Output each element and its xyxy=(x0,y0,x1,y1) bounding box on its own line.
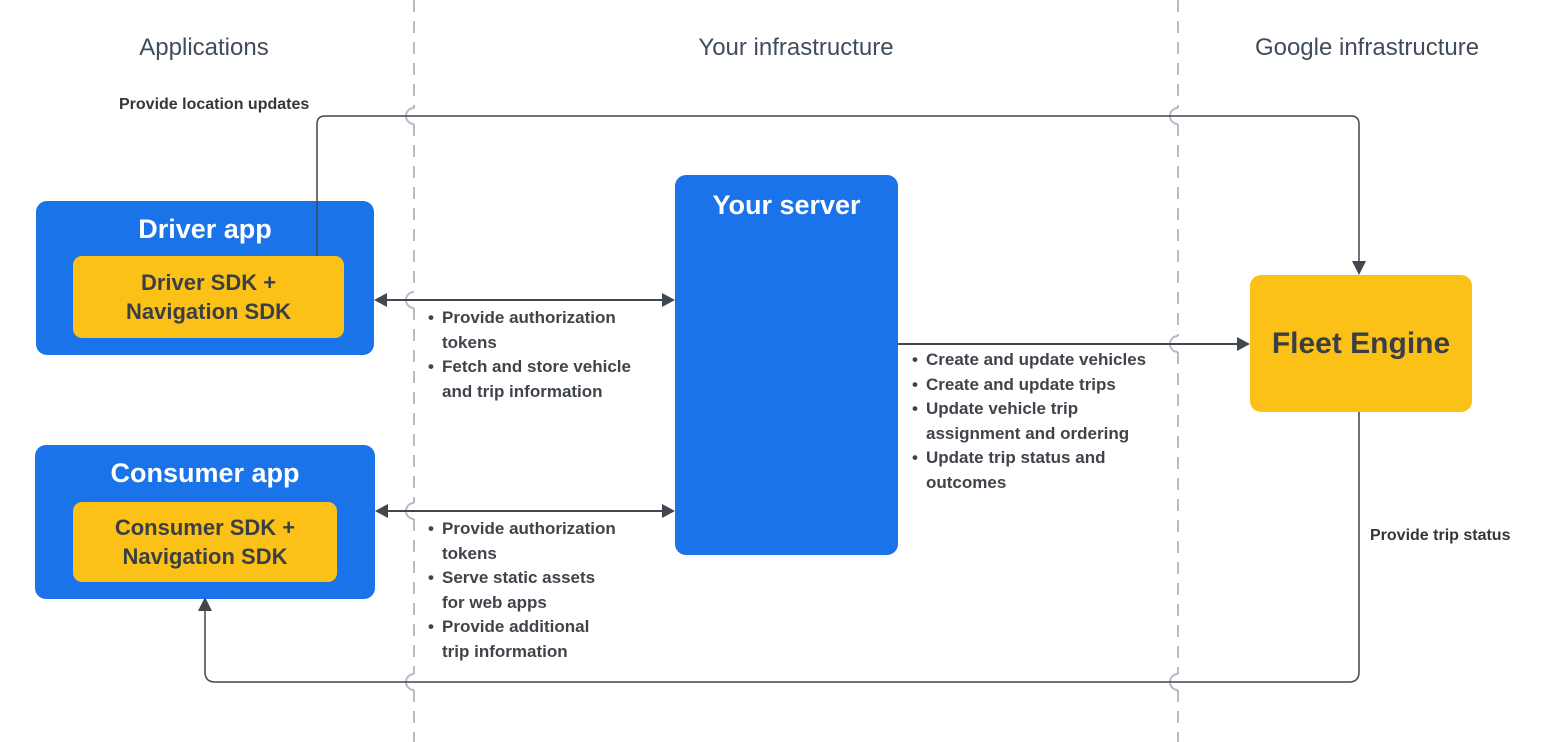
bullet-item: Fetch and store vehicle and trip informa… xyxy=(428,355,663,404)
bullet-item: Create and update trips xyxy=(912,373,1177,398)
consumer-app-title: Consumer app xyxy=(110,458,300,488)
zone-header-your-infrastructure: Your infrastructure xyxy=(698,34,894,61)
bullet-item: Provide authorization tokens xyxy=(428,306,663,355)
driver-app-title: Driver app xyxy=(138,214,272,244)
your-server-title: Your server xyxy=(712,190,861,220)
arrowhead-right xyxy=(662,504,675,518)
driver-sdk-label: Driver SDK + Navigation SDK xyxy=(125,270,292,324)
arrowhead-up xyxy=(198,597,212,611)
arrowhead-left xyxy=(375,504,388,518)
zone-separator-left xyxy=(405,0,415,742)
arrowhead-down xyxy=(1352,261,1366,275)
zone-header-google-infrastructure: Google infrastructure xyxy=(1254,34,1480,61)
driver-server-bullet-list: Provide authorization tokens Fetch and s… xyxy=(428,306,663,404)
arrowhead-left xyxy=(374,293,387,307)
bullet-item: Serve static assets for web apps xyxy=(428,566,663,615)
arrow-driver-server xyxy=(374,293,675,307)
arrow-consumer-server xyxy=(375,504,675,518)
arrowhead-right xyxy=(1237,337,1250,351)
arrowhead-right xyxy=(662,293,675,307)
consumer-sdk-label: Consumer SDK + Navigation SDK xyxy=(114,515,296,569)
bullet-item: Update vehicle trip assignment and order… xyxy=(912,397,1177,446)
fleet-engine-title: Fleet Engine xyxy=(1271,326,1451,360)
bullet-item: Provide additional trip information xyxy=(428,615,663,664)
dashed-line-hops xyxy=(405,107,415,691)
consumer-server-bullet-list: Provide authorization tokens Serve stati… xyxy=(428,517,663,664)
zone-header-applications: Applications xyxy=(139,34,269,61)
driver-sdk-box: Driver SDK + Navigation SDK xyxy=(73,256,344,338)
bullet-item: Provide authorization tokens xyxy=(428,517,663,566)
bullet-item: Update trip status and outcomes xyxy=(912,446,1177,495)
bullet-item: Create and update vehicles xyxy=(912,348,1177,373)
label-provide-location-updates: Provide location updates xyxy=(119,96,310,113)
label-provide-trip-status: Provide trip status xyxy=(1370,527,1511,544)
fleet-engine-box: Fleet Engine xyxy=(1250,275,1472,412)
consumer-sdk-box: Consumer SDK + Navigation SDK xyxy=(73,502,337,582)
server-fleet-bullet-list: Create and update vehicles Create and up… xyxy=(912,348,1177,495)
your-server-box: Your server xyxy=(675,175,898,555)
